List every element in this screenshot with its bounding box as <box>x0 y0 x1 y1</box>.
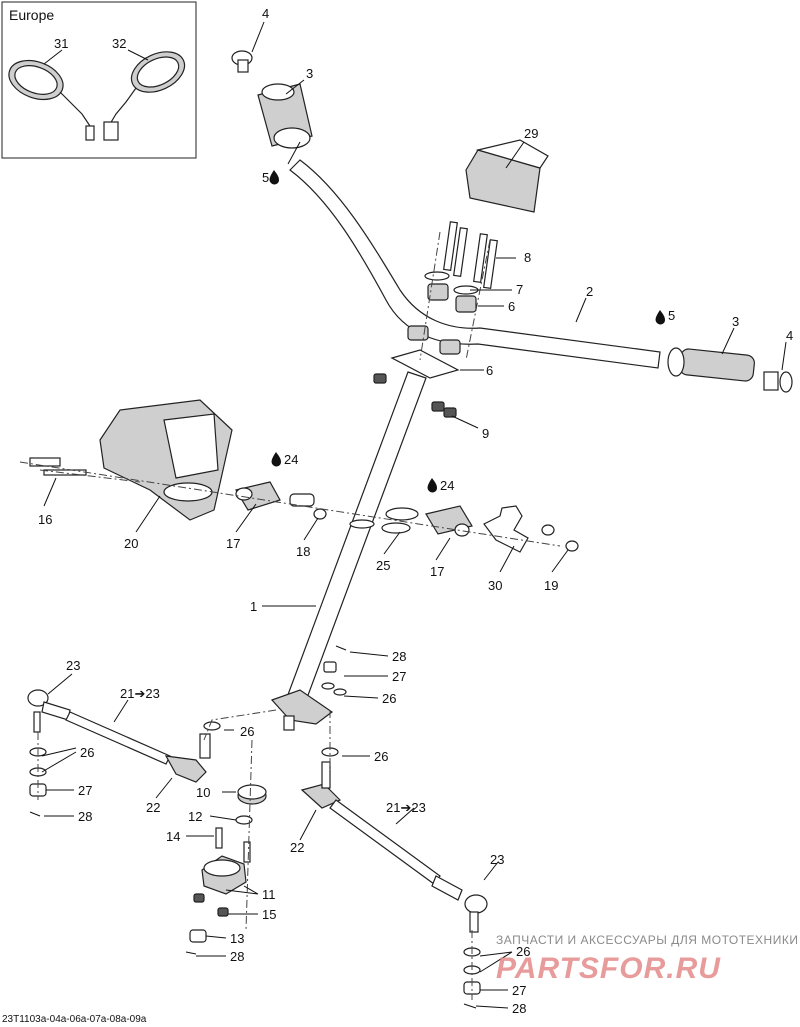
assembly-axes <box>19 231 561 1000</box>
callout-18: 18 <box>296 544 310 559</box>
callout-24: 24 <box>284 452 298 467</box>
callout-27: 27 <box>78 783 92 798</box>
oil-drop-icon <box>269 170 279 185</box>
callout-8: 8 <box>524 250 531 265</box>
callout-7: 7 <box>516 282 523 297</box>
tie-rod-left <box>27 689 211 783</box>
bearing-left <box>235 481 281 511</box>
callout-16: 16 <box>38 512 52 527</box>
europe-inset: Europe 31 32 <box>1 1 197 159</box>
callout-25: 25 <box>376 558 390 573</box>
pin-28-lower <box>185 951 197 955</box>
callout-26: 26 <box>516 944 530 959</box>
column-hardware <box>203 645 347 757</box>
callout-26: 26 <box>374 749 388 764</box>
end-cap-right <box>763 371 793 393</box>
oil-drop-icon <box>427 478 437 493</box>
grip-right <box>667 347 755 382</box>
callout-28: 28 <box>230 949 244 964</box>
callout-6: 6 <box>486 363 493 378</box>
callout-3: 3 <box>732 314 739 329</box>
callout-9: 9 <box>482 426 489 441</box>
callout-4: 4 <box>786 328 793 343</box>
callout-19: 19 <box>544 578 558 593</box>
callout-5: 5 <box>262 170 269 185</box>
callout-17: 17 <box>226 536 240 551</box>
callout-26: 26 <box>382 691 396 706</box>
callout-6: 6 <box>508 299 515 314</box>
housing-11 <box>201 855 247 895</box>
callout-15: 15 <box>262 907 276 922</box>
callout-27: 27 <box>392 669 406 684</box>
callout-31: 31 <box>54 36 68 51</box>
callout-32: 32 <box>112 36 126 51</box>
callout-23: 23 <box>490 852 504 867</box>
nut-19 <box>541 524 579 552</box>
callout-23: 23 <box>66 658 80 673</box>
callout-10: 10 <box>196 785 210 800</box>
end-cap-left <box>231 50 253 73</box>
watermark: ЗАПЧАСТИ И АКСЕССУАРЫ ДЛЯ МОТОТЕХНИКИ PA… <box>496 933 798 985</box>
callout-29: 29 <box>524 126 538 141</box>
steering-column <box>270 371 427 731</box>
leader-lines <box>41 21 787 1009</box>
rings-25 <box>349 507 419 534</box>
drawing-number: 23T1103a-04a-06a-07a-08a-09a <box>2 1014 147 1025</box>
callout-14: 14 <box>166 829 180 844</box>
callout-1: 1 <box>250 599 257 614</box>
bolts-14 <box>215 827 251 863</box>
callout-22: 22 <box>290 840 304 855</box>
bearing-10 <box>237 784 267 805</box>
callout-labels: 4 3 5 29 8 7 6 6 9 2 5 3 4 24 24 16 20 1… <box>38 6 793 1016</box>
callout-28: 28 <box>392 649 406 664</box>
callout-3: 3 <box>306 66 313 81</box>
tie-rod-right <box>300 761 488 933</box>
upper-clamps <box>390 271 479 379</box>
handlebar-cover <box>465 139 549 213</box>
callout-17: 17 <box>430 564 444 579</box>
watermark-tagline: ЗАПЧАСТИ И АКСЕССУАРЫ ДЛЯ МОТОТЕХНИКИ <box>496 933 798 947</box>
handlebar <box>289 159 661 369</box>
spacer-18 <box>289 493 327 520</box>
callout-2: 2 <box>586 284 593 299</box>
callout-28: 28 <box>512 1001 526 1016</box>
callout-22: 22 <box>146 800 160 815</box>
callout-4: 4 <box>262 6 269 21</box>
callout-28: 28 <box>78 809 92 824</box>
oil-drop-icon <box>271 452 281 467</box>
watermark-brand: PARTSFOR.RU <box>496 952 721 985</box>
handlebar-bolts <box>443 221 498 290</box>
mirror-right-icon <box>103 51 186 141</box>
callout-27: 27 <box>512 983 526 998</box>
bracket-30 <box>483 505 529 553</box>
callout-5: 5 <box>668 308 675 323</box>
support-bracket <box>99 399 233 521</box>
nut-13 <box>189 929 207 943</box>
callout-30: 30 <box>488 578 502 593</box>
callout-26: 26 <box>240 724 254 739</box>
callout-12: 12 <box>188 809 202 824</box>
callout-21-23: 21➔23 <box>386 800 426 815</box>
callout-13: 13 <box>230 931 244 946</box>
lubricant-icons <box>269 170 665 493</box>
inset-title: Europe <box>9 7 54 23</box>
mirror-left-icon <box>8 59 95 141</box>
callout-11: 11 <box>262 887 276 902</box>
nuts-15 <box>193 893 229 917</box>
oil-drop-icon <box>655 310 665 325</box>
callout-21-23: 21➔23 <box>120 686 160 701</box>
nuts-9 <box>373 373 457 418</box>
callout-24: 24 <box>440 478 454 493</box>
grip-left <box>257 83 313 149</box>
callout-20: 20 <box>124 536 138 551</box>
callout-26: 26 <box>80 745 94 760</box>
